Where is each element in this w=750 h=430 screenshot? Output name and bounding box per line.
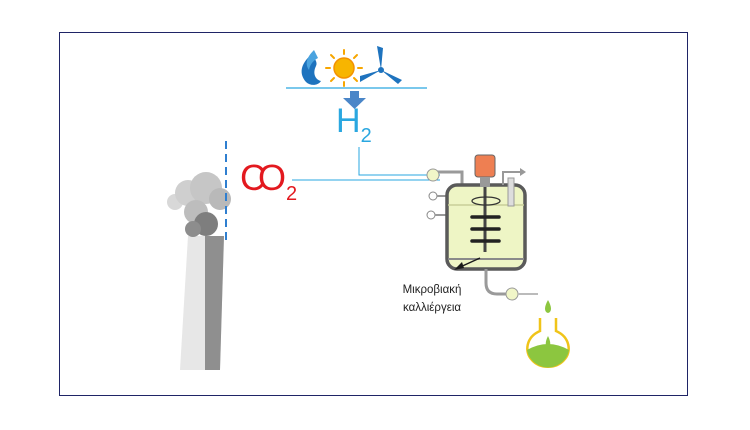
product-flask-icon <box>526 300 570 368</box>
down-arrow-icon <box>343 91 366 109</box>
hydrogen-symbol: H <box>336 102 361 140</box>
sun-icon <box>325 49 363 87</box>
hydrogen-label: H2 <box>336 102 372 147</box>
bioreactor-icon <box>426 154 538 301</box>
smokestack-icon <box>167 141 231 370</box>
co2-subscript: 2 <box>286 183 298 205</box>
diagram-frame <box>59 32 688 396</box>
culture-label-line1: Μικροβιακή <box>402 284 462 296</box>
h2-feed-line <box>358 147 440 176</box>
flame-icon <box>301 50 321 85</box>
co2-symbol: CO <box>240 157 286 198</box>
wind-turbine-icon <box>360 46 402 84</box>
culture-label-line2: καλλιέργεια <box>402 302 462 314</box>
microbial-culture-label: Μικροβιακή καλλιέργεια <box>388 281 476 317</box>
hydrogen-subscript: 2 <box>360 125 372 147</box>
